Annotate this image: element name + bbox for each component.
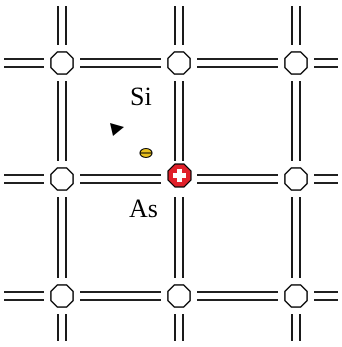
bond-edge bbox=[314, 291, 338, 301]
arsenic-dopant-atom bbox=[167, 163, 192, 188]
lattice-atoms bbox=[50, 51, 308, 308]
silicon-atom bbox=[50, 167, 74, 191]
bond-edge bbox=[4, 291, 44, 301]
bond bbox=[197, 58, 278, 68]
silicon-label: Si bbox=[130, 82, 152, 111]
silicon-atom bbox=[284, 167, 308, 191]
bond bbox=[291, 197, 301, 278]
bond-edge bbox=[174, 314, 184, 341]
bond-edge bbox=[314, 58, 338, 68]
bond-edge bbox=[4, 58, 44, 68]
bond bbox=[80, 58, 161, 68]
bond-edge bbox=[291, 6, 301, 45]
silicon-atom bbox=[284, 284, 308, 308]
bond bbox=[197, 291, 278, 301]
bond-edge bbox=[314, 174, 338, 184]
bond-edge bbox=[174, 6, 184, 45]
silicon-atom bbox=[284, 51, 308, 75]
arsenic-label: As bbox=[129, 194, 158, 223]
bond bbox=[291, 81, 301, 161]
bond-edge bbox=[291, 314, 301, 341]
bond bbox=[57, 197, 67, 278]
bond-edge bbox=[57, 314, 67, 341]
silicon-atom bbox=[167, 51, 191, 75]
silicon-atom bbox=[167, 284, 191, 308]
covalent-bonds bbox=[4, 6, 338, 341]
bond-edge bbox=[4, 174, 44, 184]
bond bbox=[80, 174, 161, 184]
bond bbox=[80, 291, 161, 301]
free-electron-icon bbox=[139, 148, 153, 158]
bond bbox=[174, 81, 184, 161]
arrowhead-icon bbox=[110, 123, 124, 136]
bond bbox=[57, 81, 67, 161]
bond bbox=[174, 197, 184, 278]
silicon-atom bbox=[50, 51, 74, 75]
bond bbox=[197, 174, 278, 184]
silicon-atom bbox=[50, 284, 74, 308]
bond-edge bbox=[57, 6, 67, 45]
